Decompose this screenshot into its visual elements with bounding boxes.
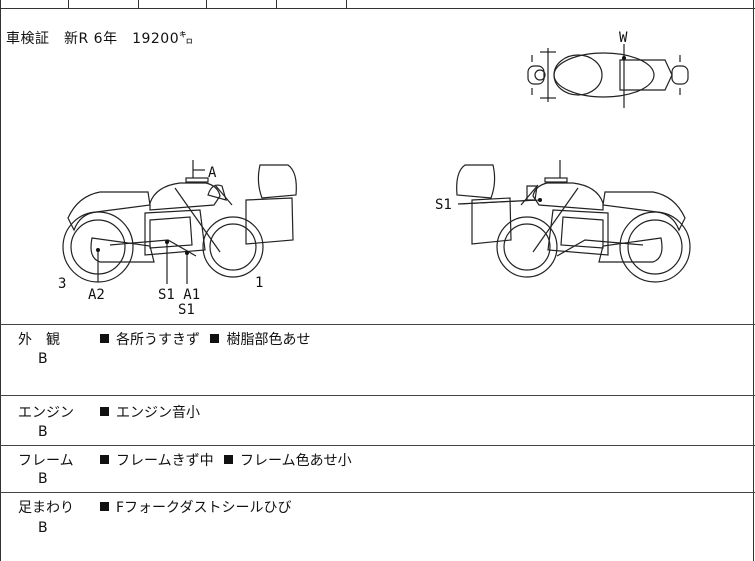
engine-item: エンジン音小 [116, 405, 200, 421]
strip-cell [206, 0, 277, 8]
damage-label-1: 1 [255, 275, 263, 291]
section-engine-label: エンジン [18, 405, 74, 421]
bike-left-side-view [62, 160, 297, 284]
strip-cell [68, 0, 139, 8]
bullet-square-icon [100, 502, 109, 511]
section-suspension-label: 足まわり [18, 500, 74, 516]
section-suspension-items: Fフォークダストシールひび [100, 497, 298, 517]
bike-right-side-view [456, 160, 691, 283]
section-exterior-items: 各所うすきず 樹脂部色あせ [100, 329, 316, 349]
bullet-square-icon [210, 334, 220, 343]
motorcycle-diagram: A 3 A2 S1 A1 S1 1 S1 W [58, 30, 691, 318]
section-divider [0, 492, 755, 493]
strip-cell [276, 0, 347, 8]
damage-label-a2: A2 [88, 287, 105, 303]
frame-item: フレームきず中 [116, 453, 214, 469]
damage-label-s1-a1: S1 A1 [158, 287, 200, 303]
suspension-item: Fフォークダストシールひび [116, 500, 292, 516]
strip-cell [138, 0, 207, 8]
section-divider [0, 324, 755, 325]
exterior-item: 各所うすきず [116, 332, 200, 348]
vehicle-inspection-text: 車検証 新R 6年 19200㌔ [6, 31, 194, 47]
bullet-square-icon [224, 455, 234, 464]
bullet-square-icon [100, 334, 109, 343]
section-engine-grade: B [38, 424, 48, 440]
section-engine-items: エンジン音小 [100, 402, 206, 422]
section-exterior-grade: B [38, 351, 48, 367]
frame-item: フレーム色あせ小 [240, 453, 352, 469]
bullet-square-icon [100, 455, 109, 464]
section-frame-grade: B [38, 471, 48, 487]
bullet-square-icon [100, 407, 109, 416]
section-suspension-grade: B [38, 520, 48, 536]
section-divider [0, 445, 755, 446]
damage-label-w: W [619, 30, 628, 46]
strip-cell [0, 0, 69, 8]
top-table-strip [0, 0, 755, 9]
damage-label-3: 3 [58, 276, 66, 292]
section-exterior-label: 外 観 [18, 332, 60, 348]
damage-label-a: A [208, 165, 217, 181]
damage-label-right-s1: S1 [435, 197, 452, 213]
section-frame-label: フレーム [18, 453, 74, 469]
damage-label-s1: S1 [178, 302, 195, 318]
section-divider [0, 395, 755, 396]
exterior-item: 樹脂部色あせ [226, 332, 311, 348]
section-frame-items: フレームきず中 フレーム色あせ小 [100, 450, 358, 470]
bike-top-view [527, 44, 689, 108]
